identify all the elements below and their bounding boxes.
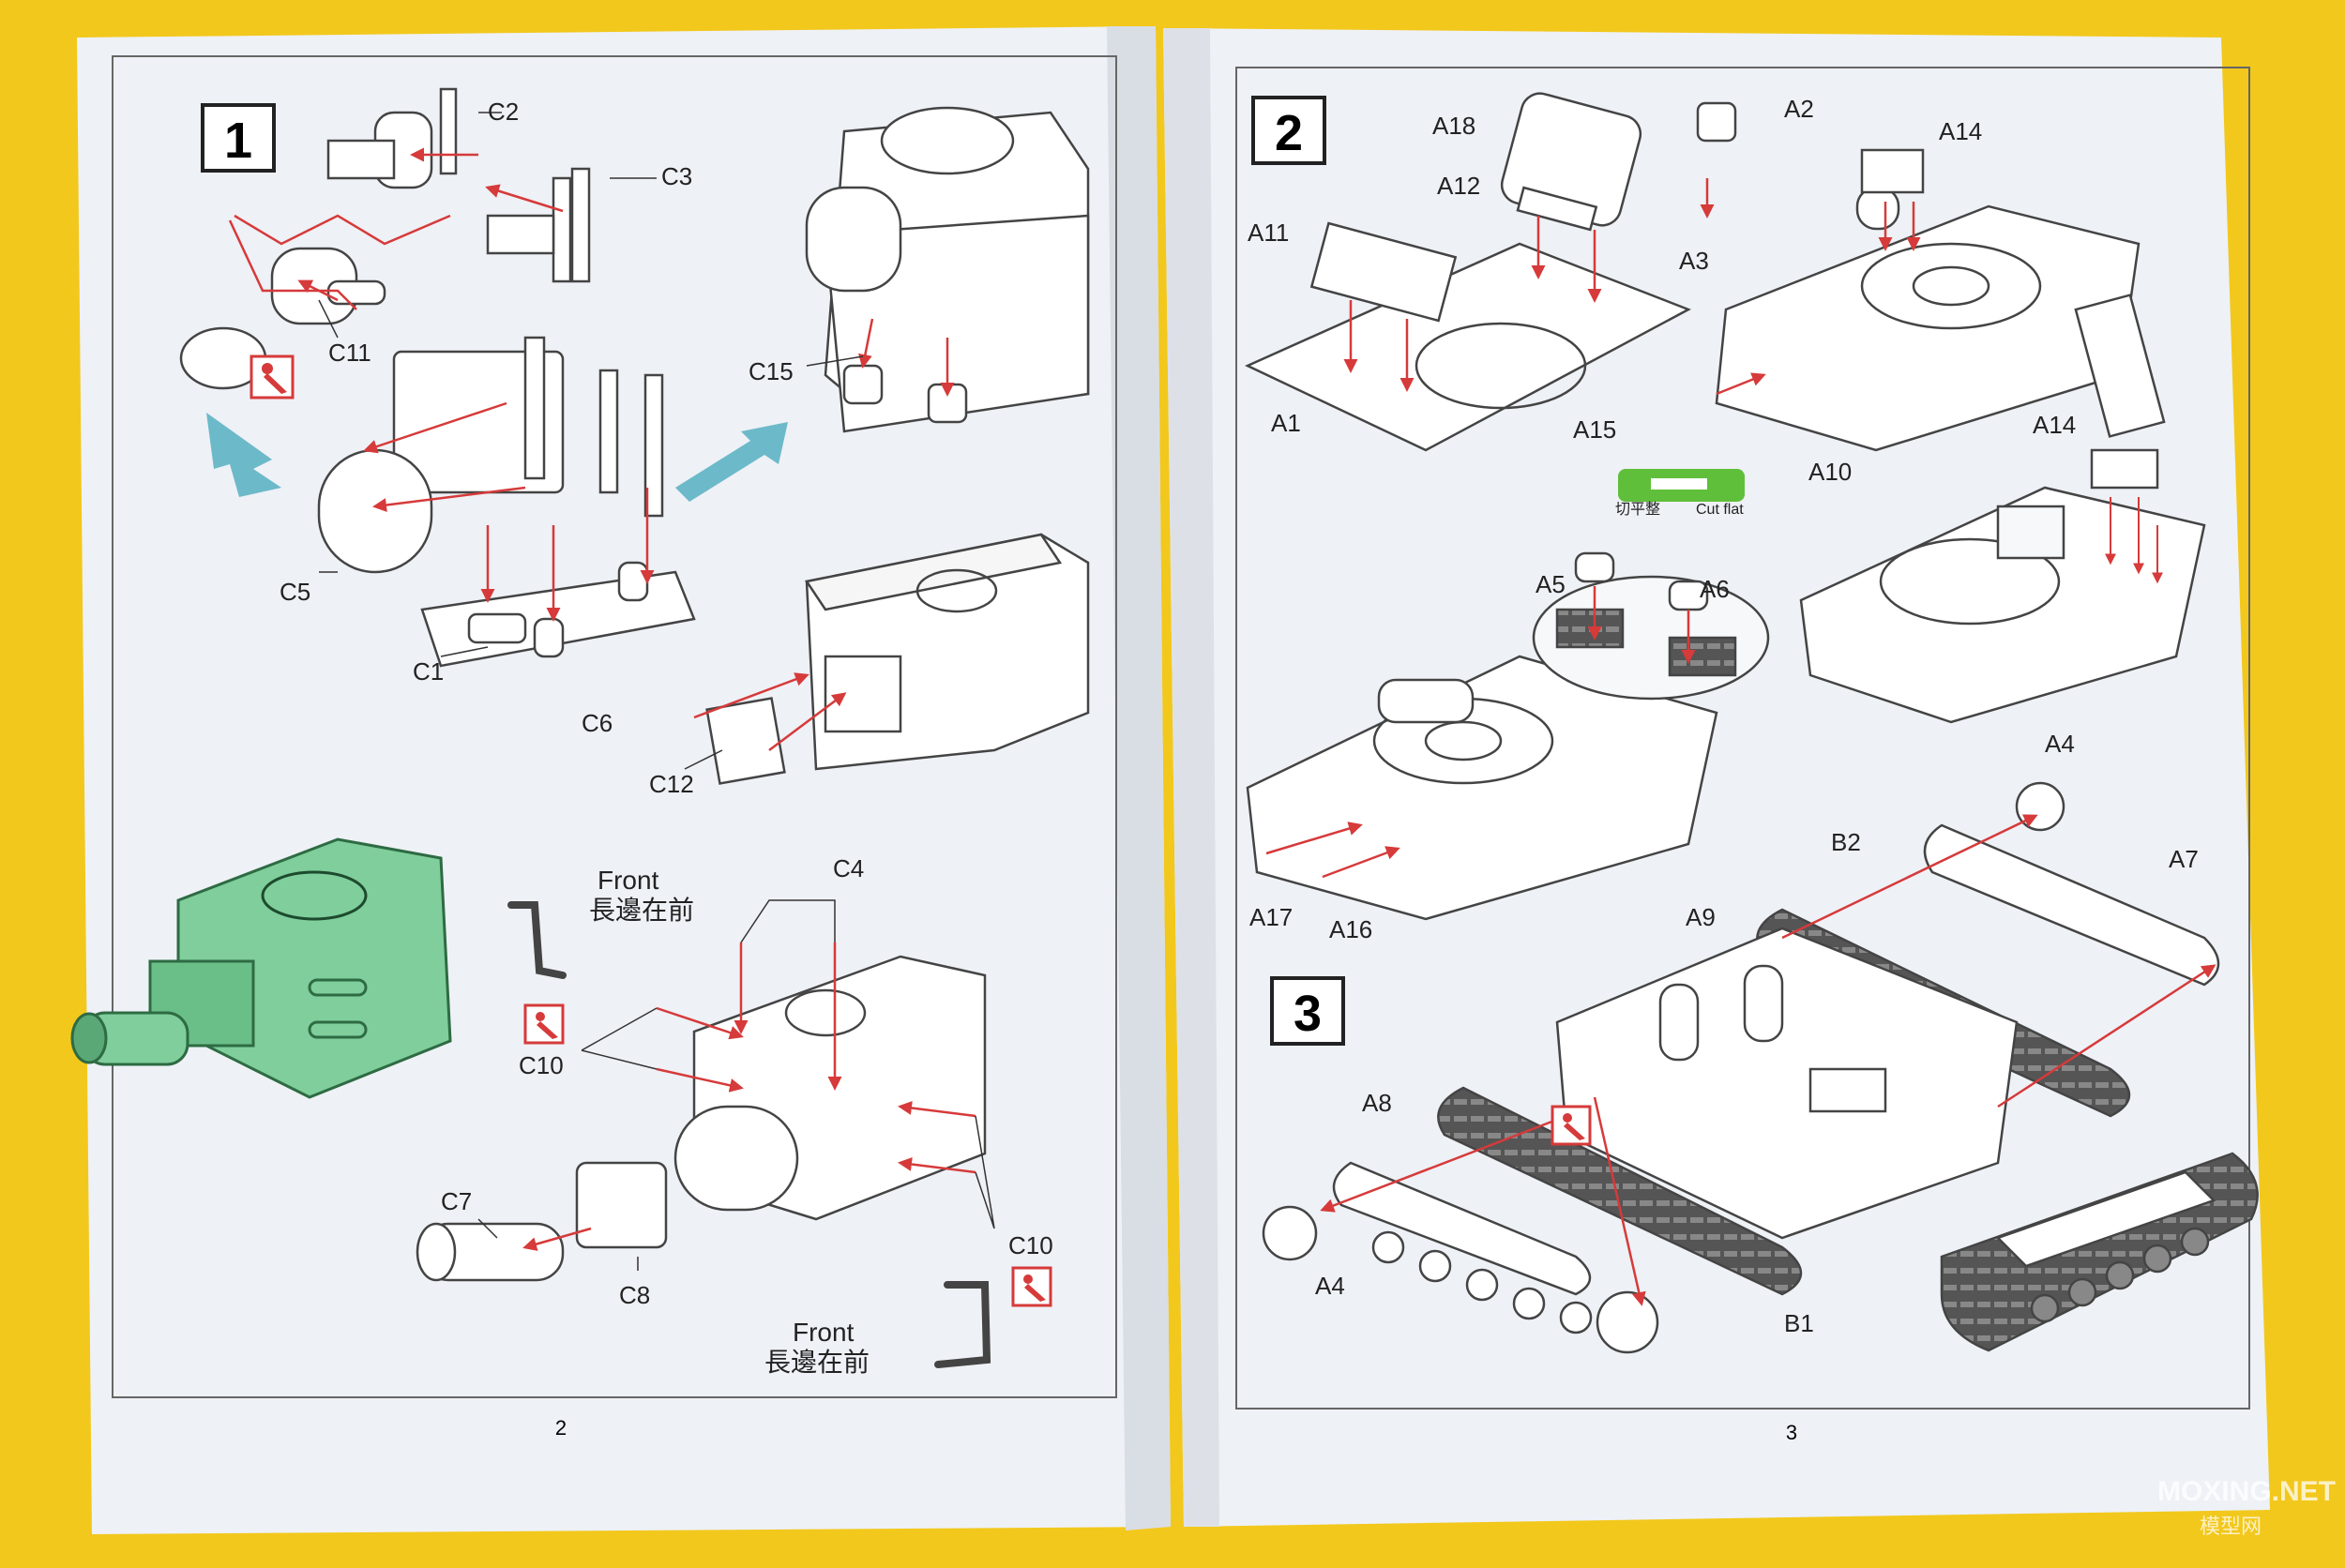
callout-c10-left: C10 xyxy=(519,1051,564,1079)
front-notes: Front 長邊在前 Front 長邊在前 xyxy=(589,866,870,1377)
cut-note-en: Cut flat xyxy=(1696,502,1744,518)
callout-c1: C1 xyxy=(413,657,444,686)
watermark: MOXING.NET 模型网 xyxy=(2157,1476,2336,1538)
diagram-running-gear xyxy=(1262,781,2259,1354)
callout-c10-right: C10 xyxy=(1008,1231,1053,1259)
assembly-arrows-step2b xyxy=(1700,178,1921,396)
callout-a7: A7 xyxy=(2169,845,2199,873)
callout-a11: A11 xyxy=(1248,219,1289,247)
step-number-box: 2 xyxy=(1251,96,1326,165)
warning-icon xyxy=(250,354,295,400)
step-number-box: 3 xyxy=(1270,976,1345,1046)
front-label: Front xyxy=(793,1318,855,1347)
callout-c12: C12 xyxy=(649,770,694,798)
diagram-hull-top xyxy=(1696,101,2166,452)
arrow-c12 xyxy=(768,692,847,751)
step-number: 2 xyxy=(1275,105,1303,161)
callout-a3: A3 xyxy=(1679,247,1709,275)
front-label-cn: 長邊在前 xyxy=(764,1348,870,1377)
diagram-turret-interior xyxy=(805,106,1090,433)
cut-note-cn: 切平整 xyxy=(1615,501,1660,518)
assembly-arrows-handles xyxy=(522,942,976,1251)
callout-a14-mid: A14 xyxy=(2033,411,2076,439)
callout-c7: C7 xyxy=(441,1187,472,1215)
watermark-sub: 模型网 xyxy=(2200,1515,2262,1538)
callout-c4: C4 xyxy=(833,854,864,882)
callout-a1: A1 xyxy=(1271,409,1301,437)
callouts-step2-3: A18 A2 A14 A12 A11 A3 A1 A15 A10 A14 A5 … xyxy=(1248,95,2199,1337)
watermark-text: MOXING.NET xyxy=(2157,1476,2336,1507)
step-number: 1 xyxy=(224,113,252,169)
left-page: 2 1 xyxy=(70,26,1171,1534)
callout-a2: A2 xyxy=(1784,95,1814,123)
callout-c15: C15 xyxy=(749,357,794,385)
page-number: 3 xyxy=(1786,1421,1797,1444)
page-number: 2 xyxy=(555,1416,567,1440)
cut-flat-note: 切平整 Cut flat xyxy=(1615,469,1745,518)
step-number-box: 1 xyxy=(201,103,276,173)
callout-c8: C8 xyxy=(619,1281,650,1309)
callouts-step1: C2 C3 C11 C5 C1 C15 C6 C12 C4 C10 C10 C7… xyxy=(280,98,1053,1309)
diagram-hull-right xyxy=(1799,448,2206,724)
page-frame xyxy=(112,55,1117,1398)
warning-icon xyxy=(1551,1105,1592,1146)
assembly-arrows-step2a xyxy=(1343,216,1602,392)
handle-icon xyxy=(934,1281,991,1368)
callout-a17: A17 xyxy=(1249,903,1293,931)
assembly-arrows-step2d xyxy=(2105,497,2163,584)
callout-b2: B2 xyxy=(1831,828,1861,856)
callout-a9: A9 xyxy=(1686,903,1716,931)
callout-c5: C5 xyxy=(280,578,310,606)
callout-a4-bottom: A4 xyxy=(1315,1272,1345,1300)
callout-a8: A8 xyxy=(1362,1089,1392,1117)
arrow-c15 xyxy=(857,318,874,369)
right-page: 3 2 xyxy=(1163,28,2270,1527)
diagram-turret-shell xyxy=(705,533,1090,785)
callout-c11: C11 xyxy=(328,339,371,367)
callout-c2: C2 xyxy=(488,98,519,126)
diagram-hull-middle xyxy=(1246,551,1770,921)
assembly-arrows-step3 xyxy=(1320,814,2216,1306)
arrow-c6 xyxy=(693,672,809,719)
callout-b1: B1 xyxy=(1784,1309,1814,1337)
callout-a12: A12 xyxy=(1437,172,1480,200)
green-turret-preview xyxy=(70,837,452,1099)
callout-a14-top: A14 xyxy=(1939,117,1982,145)
diagram-hull-plate xyxy=(1245,92,1691,452)
callout-c3: C3 xyxy=(661,162,692,190)
callout-a10: A10 xyxy=(1808,458,1852,486)
handle-icon xyxy=(507,901,567,979)
warning-icon xyxy=(523,1003,565,1045)
callout-a16: A16 xyxy=(1329,915,1372,943)
flow-arrows xyxy=(206,413,788,502)
callout-a6: A6 xyxy=(1700,575,1730,603)
callout-a15: A15 xyxy=(1573,415,1616,444)
step-number: 3 xyxy=(1294,986,1322,1042)
callout-a5: A5 xyxy=(1536,570,1566,598)
front-label-cn: 長邊在前 xyxy=(589,896,694,925)
page-frame xyxy=(1235,67,2250,1410)
front-label: Front xyxy=(598,866,659,895)
callout-a4-top: A4 xyxy=(2045,730,2075,758)
callout-c6: C6 xyxy=(582,709,613,737)
warning-icon xyxy=(1011,1266,1052,1307)
assembly-arrows-step1 xyxy=(228,147,655,622)
callout-a18: A18 xyxy=(1432,112,1475,140)
assembly-arrows-step2c xyxy=(1265,586,1696,879)
